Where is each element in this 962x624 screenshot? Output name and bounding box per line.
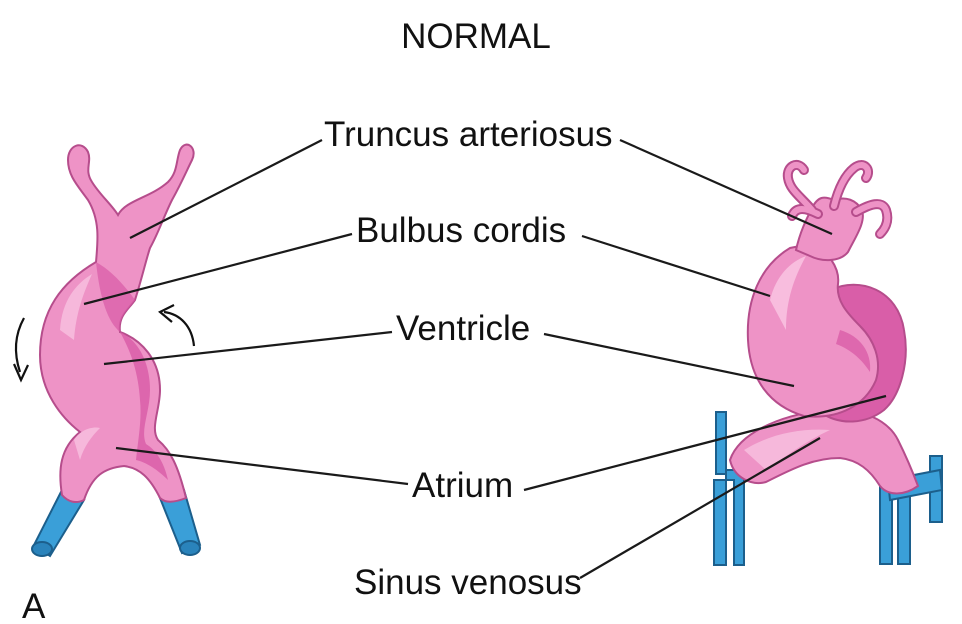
label-atrium: Atrium [412, 466, 513, 505]
diagram-title: NORMAL [401, 17, 551, 56]
right-rotation-arrow-icon [163, 310, 196, 347]
label-ventricle: Ventricle [396, 309, 530, 348]
right-venous-vessels [713, 411, 944, 566]
label-bulbus-cordis: Bulbus cordis [356, 211, 566, 250]
heart-looped [713, 160, 944, 566]
leader-lines [83, 138, 887, 579]
label-truncus-arteriosus: Truncus arteriosus [324, 115, 613, 154]
heart-tube-straight [12, 143, 202, 558]
panel-letter: A [22, 587, 46, 624]
left-venous-vessels [31, 488, 202, 558]
left-rotation-arrow-icon [14, 317, 25, 373]
label-sinus-venosus: Sinus venosus [354, 563, 582, 602]
